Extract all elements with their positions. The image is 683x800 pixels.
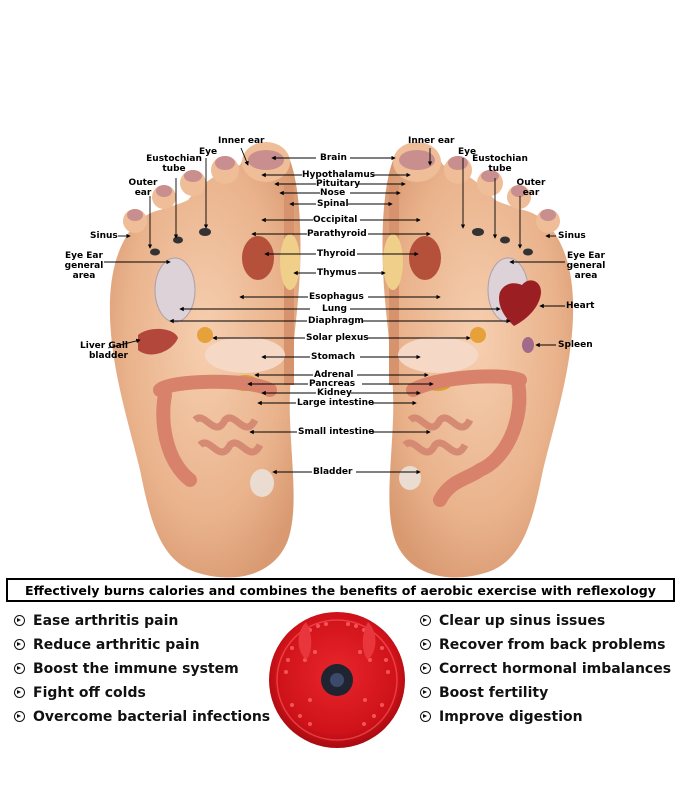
bullet-icon	[14, 615, 25, 626]
headline-banner: Effectively burns calories and combines …	[6, 578, 675, 602]
benefit-left-5: Overcome bacterial infections	[14, 709, 270, 731]
label-adrenal: Adrenal	[314, 370, 354, 380]
label-liver-gallbladder: Liver Gall bladder	[80, 341, 128, 361]
label-sinus-left: Sinus	[90, 231, 118, 241]
label-stomach: Stomach	[311, 352, 356, 362]
label-sinus-right: Sinus	[558, 231, 586, 241]
label-brain: Brain	[320, 153, 347, 163]
label-eye-ear-general-right: Eye Ear general area	[566, 251, 606, 281]
bullet-icon	[420, 711, 431, 722]
label-spinal: Spinal	[317, 199, 349, 209]
label-inner-ear-left: Inner ear	[218, 136, 265, 146]
heart-organ	[499, 280, 541, 326]
label-bladder: Bladder	[313, 467, 353, 477]
label-occipital: Occipital	[313, 215, 358, 225]
label-pituitary: Pituitary	[316, 179, 361, 189]
benefit-text: Boost the immune system	[33, 661, 239, 677]
label-diaphragm: Diaphragm	[308, 316, 364, 326]
label-eustachian-left: Eustochian tube	[146, 154, 202, 174]
label-thymus: Thymus	[317, 268, 357, 278]
label-eustachian-right: Eustochian tube	[472, 154, 528, 174]
right-foot	[382, 142, 574, 578]
label-nose: Nose	[320, 188, 346, 198]
benefit-text: Correct hormonal imbalances	[439, 661, 672, 677]
label-eye-right: Eye	[458, 147, 477, 157]
benefit-left-2: Reduce arthritic pain	[14, 637, 200, 659]
headline-text: Effectively burns calories and combines …	[25, 583, 656, 598]
benefit-right-4: Boost fertility	[420, 685, 548, 707]
bullet-icon	[14, 663, 25, 674]
label-outer-ear-right: Outer ear	[516, 178, 546, 198]
bullet-icon	[14, 687, 25, 698]
label-small-intestine: Small intestine	[298, 427, 375, 437]
bullet-icon	[420, 663, 431, 674]
benefit-text: Fight off colds	[33, 685, 146, 701]
label-spleen: Spleen	[558, 340, 593, 350]
bullet-icon	[420, 615, 431, 626]
benefit-text: Improve digestion	[439, 709, 583, 725]
benefit-text: Recover from back problems	[439, 637, 666, 653]
benefit-right-5: Improve digestion	[420, 709, 583, 731]
benefit-left-1: Ease arthritis pain	[14, 613, 178, 635]
benefit-left-4: Fight off colds	[14, 685, 146, 707]
benefit-right-3: Correct hormonal imbalances	[420, 661, 671, 683]
label-parathyroid: Parathyroid	[307, 229, 367, 239]
label-thyroid: Thyroid	[317, 249, 356, 259]
leader-lines	[104, 147, 565, 475]
label-esophagus: Esophagus	[309, 292, 364, 302]
label-inner-ear-right: Inner ear	[408, 136, 455, 146]
bullet-icon	[14, 711, 25, 722]
benefit-right-1: Clear up sinus issues	[420, 613, 605, 635]
benefit-text: Clear up sinus issues	[439, 613, 606, 629]
label-solar-plexus: Solar plexus	[306, 333, 369, 343]
twist-disc-image	[269, 612, 405, 748]
label-pancreas: Pancreas	[309, 379, 356, 389]
benefit-text: Boost fertility	[439, 685, 549, 701]
label-heart: Heart	[566, 301, 595, 311]
bullet-icon	[420, 687, 431, 698]
label-eye-ear-general-left: Eye Ear general area	[64, 251, 104, 281]
left-foot	[109, 142, 301, 578]
label-large-intestine: Large intestine	[297, 398, 375, 408]
label-outer-ear-left: Outer ear	[128, 178, 158, 198]
benefit-left-3: Boost the immune system	[14, 661, 239, 683]
label-eye-left: Eye	[199, 147, 218, 157]
label-kidney: Kidney	[317, 388, 352, 398]
bullet-icon	[420, 639, 431, 650]
bullet-icon	[14, 639, 25, 650]
benefit-text: Ease arthritis pain	[33, 613, 179, 629]
benefit-right-2: Recover from back problems	[420, 637, 665, 659]
benefit-text: Overcome bacterial infections	[33, 709, 271, 725]
label-hypothalamus: Hypothalamus	[302, 170, 376, 180]
label-lung: Lung	[322, 304, 347, 314]
benefit-text: Reduce arthritic pain	[33, 637, 200, 653]
